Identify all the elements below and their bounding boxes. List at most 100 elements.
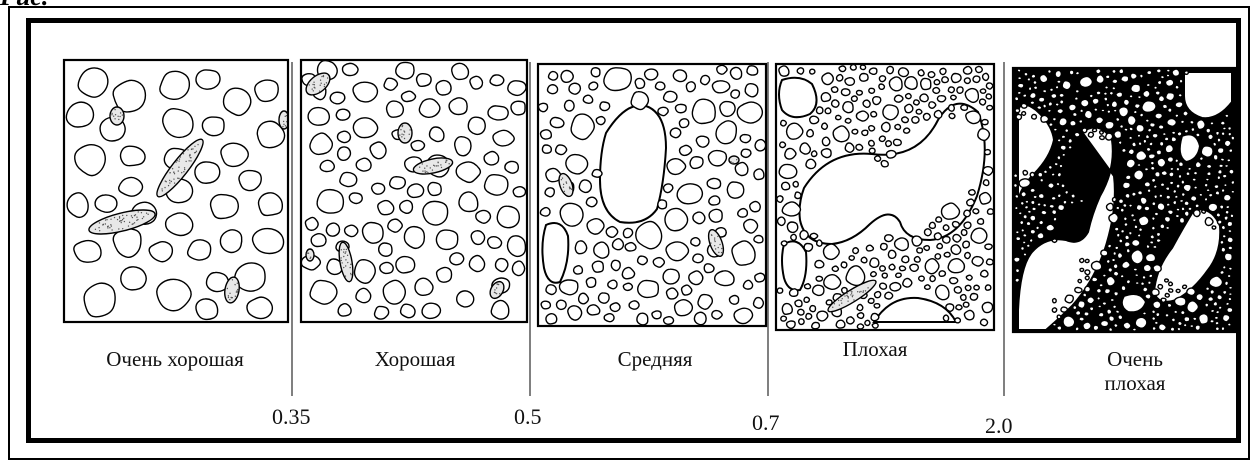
grain <box>1152 289 1159 296</box>
grain <box>1221 225 1225 230</box>
grain <box>696 136 709 147</box>
grain <box>1214 185 1219 189</box>
grain <box>886 141 892 147</box>
grain <box>1047 109 1051 112</box>
grain <box>869 140 875 146</box>
grain <box>1091 261 1101 270</box>
grain <box>1015 269 1019 273</box>
grain <box>587 305 600 315</box>
grain <box>831 87 837 92</box>
grain <box>1048 183 1054 189</box>
grain <box>973 209 979 214</box>
grain <box>1146 245 1150 249</box>
grain <box>548 85 558 94</box>
grain <box>1028 87 1031 91</box>
grain <box>1096 69 1101 74</box>
grain <box>1051 196 1056 200</box>
grain <box>1025 200 1029 203</box>
grain <box>354 260 375 284</box>
grain <box>974 285 979 290</box>
grain <box>694 312 706 324</box>
grain <box>1084 110 1092 119</box>
grain <box>1049 204 1054 208</box>
grain <box>987 105 993 110</box>
grain <box>812 322 820 328</box>
grain <box>882 273 887 278</box>
grain <box>1038 193 1044 198</box>
grain <box>1156 150 1161 155</box>
grain <box>476 210 491 223</box>
grain <box>1227 221 1233 226</box>
grain <box>1216 310 1220 313</box>
panel-medium <box>538 64 766 326</box>
grain <box>1063 316 1075 327</box>
grain <box>853 248 859 254</box>
grain <box>1210 122 1214 125</box>
grain <box>1184 201 1189 206</box>
grain <box>937 96 945 102</box>
grain <box>986 94 991 99</box>
grain <box>566 155 588 174</box>
grain <box>1176 208 1180 211</box>
grain <box>986 83 992 89</box>
grain <box>1038 97 1044 102</box>
grain <box>1151 166 1155 170</box>
grain <box>1225 281 1229 286</box>
grain <box>1105 75 1110 79</box>
grain <box>404 227 424 249</box>
label-very-poor: Очень плохая <box>1020 347 1250 395</box>
grain <box>1057 109 1063 114</box>
grain <box>338 304 351 316</box>
grain <box>1228 132 1232 136</box>
grain <box>961 295 966 301</box>
grain <box>1197 120 1206 130</box>
grain <box>957 87 963 93</box>
grain <box>1119 239 1123 243</box>
grain <box>1220 205 1224 209</box>
grain <box>1152 133 1158 138</box>
grain <box>846 266 865 286</box>
grain <box>1165 294 1169 298</box>
grain <box>1144 182 1150 187</box>
grain <box>422 303 440 318</box>
grain <box>787 222 797 232</box>
stippled-grain <box>306 249 314 261</box>
grain <box>1015 97 1019 101</box>
grain <box>1229 286 1233 289</box>
grain <box>1074 132 1080 137</box>
grain <box>608 280 617 289</box>
grain <box>589 82 598 90</box>
grain <box>1049 123 1053 127</box>
grain <box>715 271 734 286</box>
grain <box>1102 302 1106 306</box>
grain <box>1106 103 1110 107</box>
grain <box>1018 212 1022 215</box>
grain <box>755 273 765 282</box>
grain <box>308 108 329 126</box>
grain <box>872 323 878 328</box>
grain <box>1219 164 1224 168</box>
grain <box>841 262 847 268</box>
grain <box>889 77 902 91</box>
grain <box>1060 100 1064 104</box>
grain <box>691 238 700 246</box>
grain <box>965 89 978 103</box>
grain <box>666 242 688 261</box>
grain <box>1123 182 1131 189</box>
grain <box>972 257 983 266</box>
grain <box>1110 298 1114 301</box>
grain <box>1123 322 1131 329</box>
grain <box>1101 109 1105 112</box>
grain <box>579 293 589 304</box>
grain <box>1179 217 1184 223</box>
grain <box>1037 106 1042 110</box>
grain <box>579 180 591 193</box>
grain <box>798 309 804 315</box>
grain <box>1057 326 1062 330</box>
grain <box>459 192 478 212</box>
grain <box>513 187 525 197</box>
grain <box>781 316 787 321</box>
grain <box>1058 204 1065 210</box>
grain <box>546 314 557 324</box>
grain <box>955 318 961 323</box>
